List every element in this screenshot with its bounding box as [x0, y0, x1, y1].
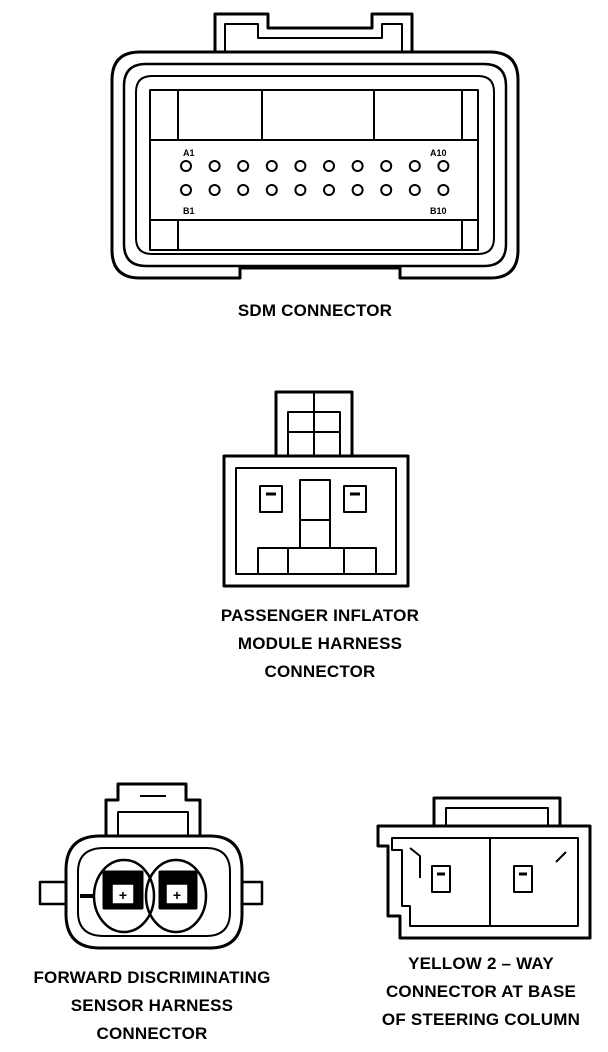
- passenger-caption-line-3: CONNECTOR: [264, 662, 376, 681]
- yellow-caption-line-2: CONNECTOR AT BASE: [385, 982, 577, 1001]
- forward-sensor-connector-drawing: [38, 782, 264, 950]
- sdm-pin-b2: [208, 184, 221, 196]
- yellow-caption-line-3: OF STEERING COLUMN: [381, 1010, 581, 1029]
- forward-caption-line-2: SENSOR HARNESS: [70, 996, 234, 1015]
- sdm-pin-a5: [294, 160, 307, 172]
- passenger-connector-drawing: [222, 390, 410, 588]
- sdm-pin-a6: [323, 160, 335, 172]
- sdm-connector-caption: SDM CONNECTOR: [150, 297, 480, 325]
- sdm-caption-line: SDM CONNECTOR: [237, 301, 393, 320]
- sdm-pin-b6: [323, 184, 335, 196]
- sdm-pin-a2: [208, 160, 221, 172]
- sdm-pin-a9: [408, 160, 421, 172]
- yellow-connector-drawing: [376, 796, 592, 940]
- sdm-pin-b4: [265, 184, 278, 196]
- terminal-mark-2: +: [173, 887, 181, 903]
- sdm-pin-b1: [180, 184, 192, 196]
- passenger-connector-caption: PASSENGER INFLATOR MODULE HARNESS CONNEC…: [160, 602, 480, 686]
- pin-label-a10: A10: [430, 148, 447, 158]
- pin-label-a1: A1: [183, 148, 195, 158]
- sdm-pin-b10: [437, 184, 450, 196]
- sdm-pin-b7: [351, 184, 364, 196]
- sdm-pin-a3: [237, 160, 250, 172]
- sdm-pin-a7: [351, 160, 364, 172]
- forward-sensor-caption: FORWARD DISCRIMINATING SENSOR HARNESS CO…: [2, 964, 302, 1048]
- sdm-pin-b5: [294, 184, 307, 196]
- terminal-mark-1: +: [119, 887, 127, 903]
- passenger-caption-line-1: PASSENGER INFLATOR: [220, 606, 420, 625]
- yellow-connector-caption: YELLOW 2 – WAY CONNECTOR AT BASE OF STEE…: [354, 950, 608, 1034]
- forward-caption-line-1: FORWARD DISCRIMINATING: [33, 968, 271, 987]
- sdm-pin-b3: [237, 184, 250, 196]
- passenger-caption-line-2: MODULE HARNESS: [237, 634, 403, 653]
- pin-label-b10: B10: [430, 206, 447, 216]
- forward-caption-line-3: CONNECTOR: [96, 1024, 208, 1043]
- sdm-pin-a4: [265, 160, 278, 172]
- sdm-pin-a8: [380, 160, 393, 172]
- yellow-caption-line-1: YELLOW 2 – WAY: [408, 954, 554, 973]
- sdm-connector-drawing: [110, 12, 520, 280]
- sdm-pin-a10: [437, 160, 450, 172]
- pin-label-b1: B1: [183, 206, 195, 216]
- sdm-pin-b8: [380, 184, 393, 196]
- sdm-pin-b9: [408, 184, 421, 196]
- sdm-pin-a1: [180, 160, 192, 172]
